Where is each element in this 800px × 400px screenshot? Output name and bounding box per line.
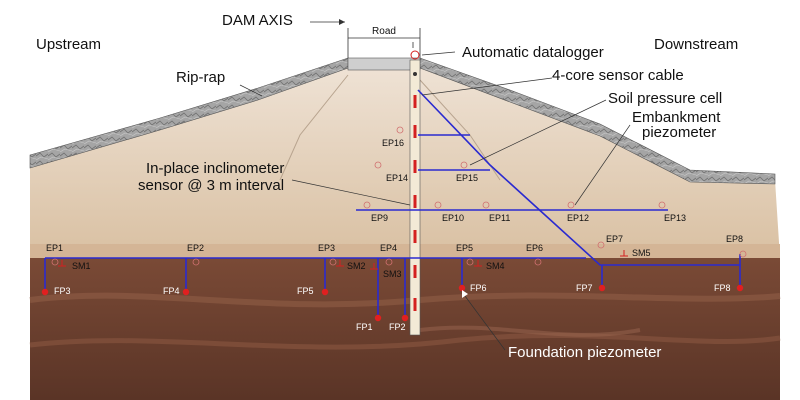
ep-label: EP10 [442, 213, 464, 223]
datalogger-dot [413, 72, 417, 76]
dam-axis-arrowhead [339, 19, 345, 25]
cable-label: 4-core sensor cable [552, 67, 684, 84]
leader-lines [239, 51, 631, 351]
embankment-piezometer-markers [51, 126, 747, 266]
sensor-cables [44, 89, 741, 318]
inclinometer-label-1: In-place inclinometer [146, 160, 284, 177]
sm-label: SM2 [347, 261, 366, 271]
foundation-arrowhead [462, 290, 468, 298]
foundation-piezometer-label: Foundation piezometer [508, 344, 661, 361]
ep-label: EP6 [526, 243, 543, 253]
riprap-label: Rip-rap [176, 69, 225, 86]
ep-label: EP5 [456, 243, 473, 253]
embankment-base-band [30, 244, 780, 258]
inclinometer-label-2: sensor @ 3 m interval [138, 177, 284, 194]
ep-label: EP13 [664, 213, 686, 223]
fp-label: FP4 [163, 286, 180, 296]
datalogger-label: Automatic datalogger [462, 44, 604, 61]
fp-label: FP7 [576, 283, 593, 293]
ep-label: EP1 [46, 243, 63, 253]
ep-label: EP12 [567, 213, 589, 223]
sm-label: SM3 [383, 269, 402, 279]
ep-label: EP15 [456, 173, 478, 183]
ep-label: EP11 [489, 213, 510, 223]
fp-label: FP3 [54, 286, 71, 296]
piezometer-label-1: Embankment [632, 109, 721, 126]
fp-label: FP6 [470, 283, 487, 293]
pressure-cell-markers [58, 250, 628, 270]
fp-label: FP5 [297, 286, 314, 296]
fp-label: FP2 [389, 322, 406, 332]
dam-crest [347, 57, 421, 71]
sm-label: SM5 [632, 248, 651, 258]
foundation-strata [419, 325, 641, 337]
ep-label: EP16 [382, 138, 404, 148]
foundation-strata [29, 332, 781, 350]
sm-label: SM1 [72, 261, 91, 271]
piezometer-label-2: piezometer [642, 124, 716, 141]
fp-label: FP1 [356, 322, 373, 332]
riprap-downstream [419, 57, 776, 185]
downstream-label: Downstream [654, 36, 738, 53]
sm-label: SM4 [486, 261, 505, 271]
ep-label: EP3 [318, 243, 335, 253]
ep-label: EP2 [187, 243, 204, 253]
road-label: Road [372, 26, 396, 37]
dam-axis-label: DAM AXIS [222, 12, 293, 29]
upstream-label: Upstream [36, 36, 101, 53]
ep-label: EP7 [606, 234, 623, 244]
pressure-cell-label: Soil pressure cell [608, 90, 722, 107]
datalogger-icon [410, 50, 420, 60]
ep-label: EP14 [386, 173, 408, 183]
ep-label: EP8 [726, 234, 743, 244]
ep-label: EP4 [380, 243, 397, 253]
ep-label: EP9 [371, 213, 388, 223]
foundation-piezometer-markers [41, 284, 744, 322]
fp-label: FP8 [714, 283, 731, 293]
